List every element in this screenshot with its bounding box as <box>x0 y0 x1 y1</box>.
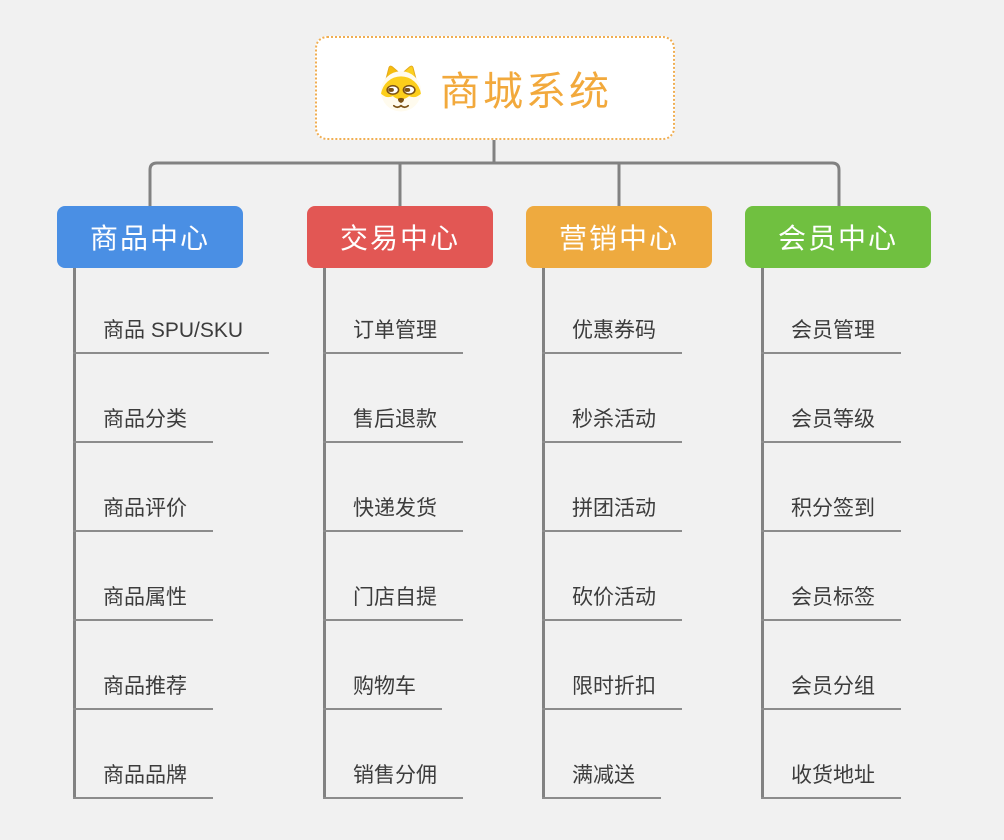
node-item[interactable]: 砍价活动 <box>542 581 682 621</box>
node-item[interactable]: 满减送 <box>542 759 661 799</box>
node-item[interactable]: 会员标签 <box>761 581 901 621</box>
node-item[interactable]: 秒杀活动 <box>542 403 682 443</box>
node-item[interactable]: 商品分类 <box>73 403 213 443</box>
node-item[interactable]: 商品 SPU/SKU <box>73 314 270 354</box>
node-item[interactable]: 商品推荐 <box>73 670 213 710</box>
node-item[interactable]: 积分签到 <box>761 492 901 532</box>
node-item[interactable]: 优惠券码 <box>542 314 682 354</box>
node-item[interactable]: 商品评价 <box>73 492 213 532</box>
node-item[interactable]: 订单管理 <box>323 314 463 354</box>
branch-trunk-line <box>73 268 76 799</box>
node-item[interactable]: 收货地址 <box>761 759 901 799</box>
node-item[interactable]: 拼团活动 <box>542 492 682 532</box>
bus-line <box>148 161 841 206</box>
node-item[interactable]: 商品属性 <box>73 581 213 621</box>
branch-box-marketing-center[interactable]: 营销中心 <box>526 206 712 268</box>
branch-box-trade-center[interactable]: 交易中心 <box>307 206 493 268</box>
branch-box-product-center[interactable]: 商品中心 <box>57 206 243 268</box>
node-item[interactable]: 快递发货 <box>323 492 463 532</box>
root-node-label: 商城系统 <box>440 70 612 114</box>
branch-box-member-center[interactable]: 会员中心 <box>745 206 931 268</box>
node-item[interactable]: 限时折扣 <box>542 670 682 710</box>
branch-trunk-line <box>542 268 545 799</box>
node-item[interactable]: 会员等级 <box>761 403 901 443</box>
dog-face-icon <box>380 65 422 112</box>
branch-trunk-line <box>761 268 764 799</box>
node-item[interactable]: 售后退款 <box>323 403 463 443</box>
node-item[interactable]: 销售分佣 <box>323 759 463 799</box>
node-item[interactable]: 商品品牌 <box>73 759 213 799</box>
node-item[interactable]: 门店自提 <box>323 581 463 621</box>
connector-group <box>148 140 841 206</box>
node-item[interactable]: 会员管理 <box>761 314 901 354</box>
node-item[interactable]: 购物车 <box>323 670 442 710</box>
node-item[interactable]: 会员分组 <box>761 670 901 710</box>
branch-trunk-line <box>323 268 326 799</box>
root-node[interactable]: 商城系统 <box>315 36 675 140</box>
